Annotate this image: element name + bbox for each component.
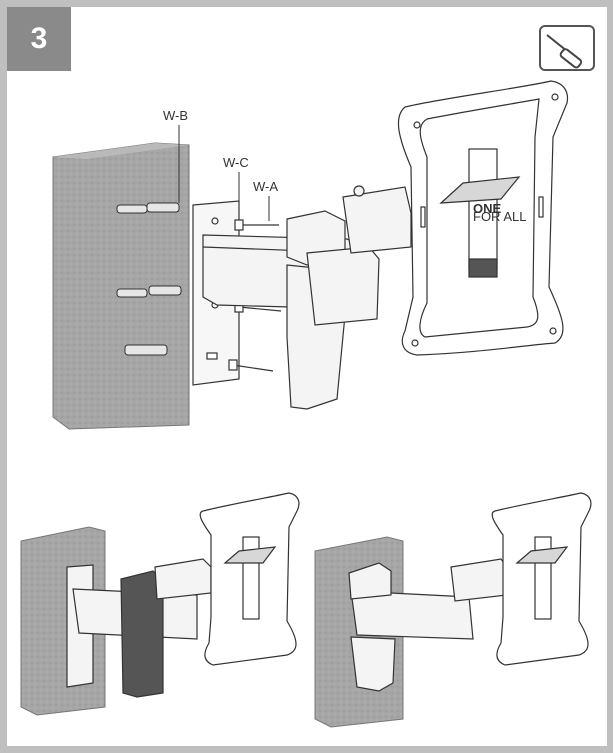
plate-logo-line1: ONE — [473, 201, 502, 216]
cover-piece — [120, 570, 164, 698]
wall-anchor — [116, 285, 182, 298]
bolt-set — [228, 219, 282, 372]
lag-bolt — [234, 219, 279, 231]
tv-mounting-plate — [397, 80, 569, 356]
swing-arm — [350, 590, 474, 640]
main-exploded-view: ONE FOR ALL W-B W-C W-A — [52, 80, 569, 430]
wall-anchor — [124, 344, 168, 356]
assembled-view-with-cover — [20, 492, 300, 716]
step-number: 3 — [30, 22, 48, 55]
swing-arm — [202, 185, 412, 410]
plate-logo-line2: FOR ALL — [473, 209, 526, 224]
arm-joint — [154, 558, 212, 600]
label-w-a: W-A — [253, 179, 278, 194]
label-w-c: W-C — [223, 155, 249, 170]
assembled-view-final — [314, 492, 592, 728]
arm-top-cap — [348, 562, 392, 600]
cover-piece — [350, 636, 396, 692]
arm-joint — [450, 558, 508, 602]
screwdriver-icon — [546, 34, 583, 69]
part-labels: W-B W-C W-A — [163, 108, 278, 221]
wall-anchor — [116, 202, 180, 214]
step-badge: 3 — [7, 7, 71, 71]
lag-bolt — [228, 359, 274, 372]
wall-anchor-w-b-group — [116, 202, 182, 356]
diagram-canvas: ONE FOR ALL W-B W-C W-A — [20, 80, 592, 728]
tool-box — [539, 25, 595, 71]
label-w-b: W-B — [163, 108, 188, 123]
instruction-panel: 3 — [7, 7, 607, 746]
wall — [52, 142, 190, 430]
plate-logo: ONE FOR ALL — [473, 201, 526, 224]
